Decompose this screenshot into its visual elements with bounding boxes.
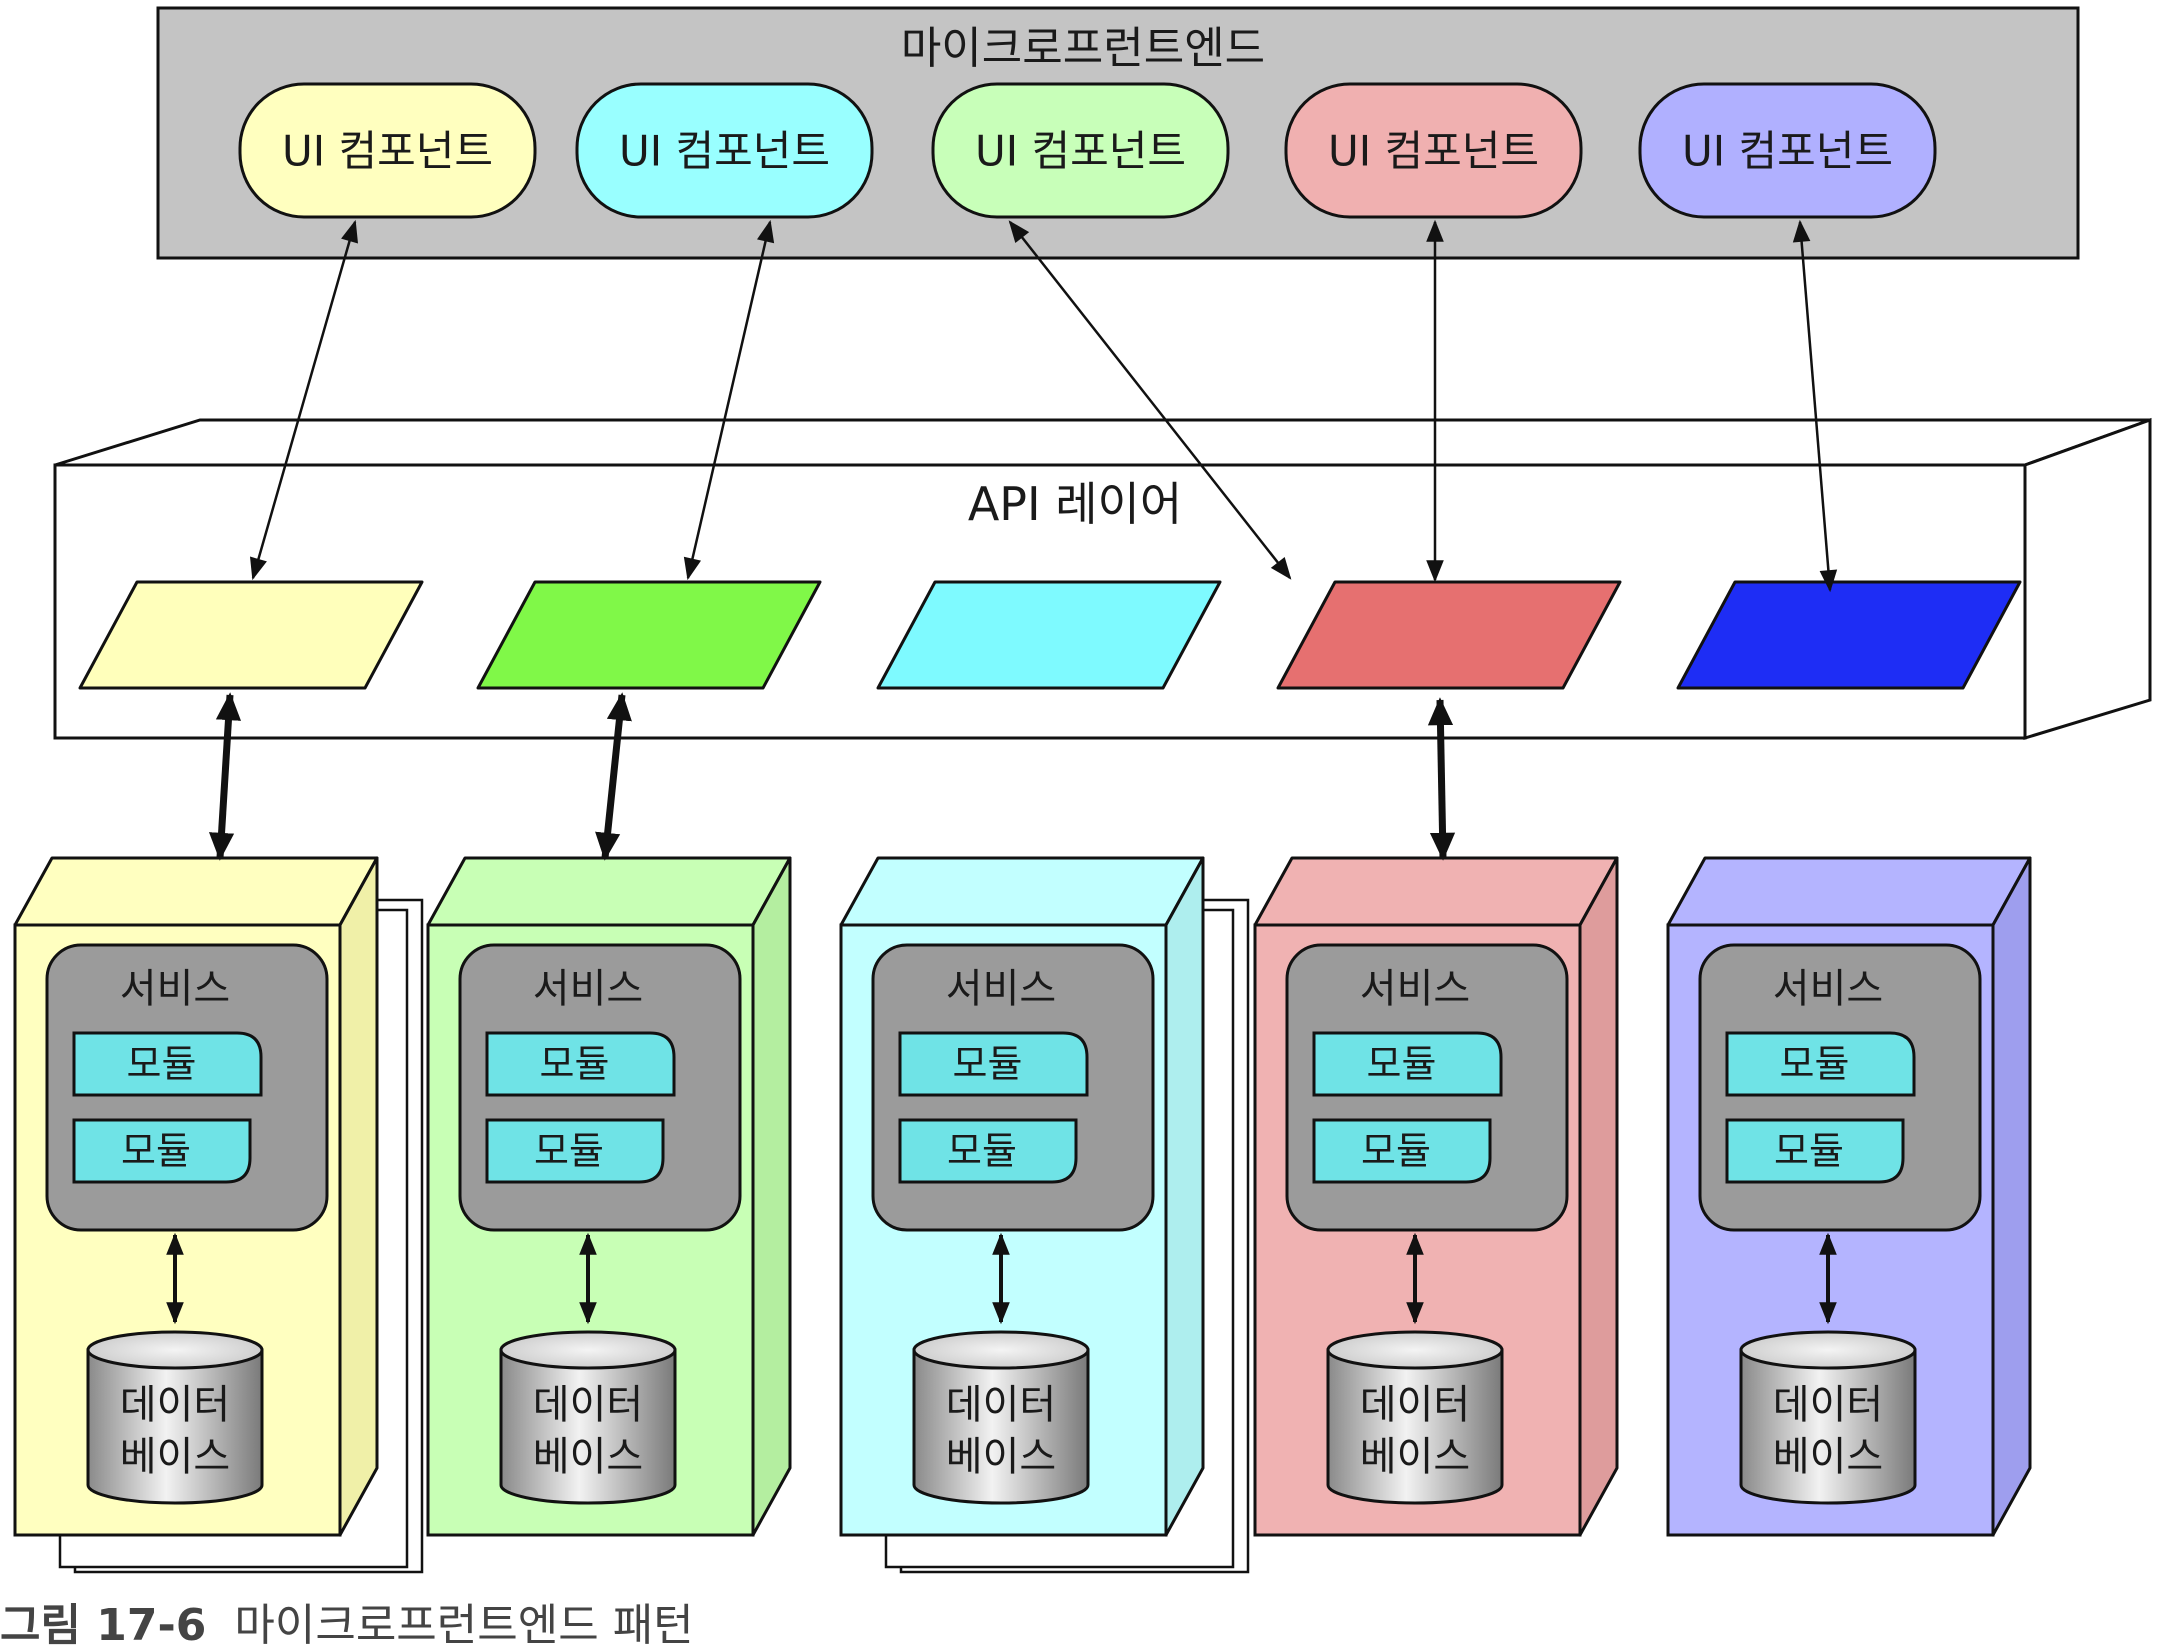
database-label: 데이터 — [946, 1382, 1056, 1428]
module — [485, 1031, 676, 1097]
ui-to-api-arrow — [1792, 219, 1838, 593]
database-label: 베이스 — [1773, 1434, 1883, 1480]
api-endpoint — [1676, 580, 2022, 690]
module-label: 모듈 — [1780, 1042, 1850, 1086]
database-label: 베이스 — [1360, 1434, 1470, 1480]
api-layer-title: API 레이어 — [968, 477, 1182, 531]
module — [72, 1031, 263, 1097]
ui-component: UI 컴포넌트 — [238, 82, 537, 219]
module — [72, 1118, 252, 1184]
api-endpoints — [78, 580, 2022, 690]
service-title: 서비스 — [1360, 966, 1470, 1012]
api-endpoint — [78, 580, 424, 690]
module-label: 모듈 — [540, 1042, 610, 1086]
database-cylinder — [499, 1348, 677, 1505]
database-cylinder — [1739, 1348, 1917, 1505]
service-title: 서비스 — [533, 966, 643, 1012]
ui-component: UI 컴포넌트 — [575, 82, 874, 219]
module-label: 모듈 — [1774, 1129, 1844, 1173]
module — [1312, 1031, 1503, 1097]
ui-component-label: UI 컴포넌트 — [1328, 127, 1539, 176]
database-label: 베이스 — [946, 1434, 1056, 1480]
api-endpoint — [876, 580, 1222, 690]
frontend-title: 마이크로프런트엔드 — [901, 23, 1265, 74]
api-endpoint — [476, 580, 822, 690]
ui-component-label: UI 컴포넌트 — [975, 127, 1186, 176]
api-to-service-arrow — [1427, 697, 1456, 861]
svg-text:그림 17-6 마이크로프런트엔드 패턴: 그림 17-6 마이크로프런트엔드 패턴 — [0, 1600, 694, 1650]
ui-to-api-arrow — [1008, 220, 1292, 580]
ui-components: UI 컴포넌트 UI 컴포넌트 UI 컴포넌트 UI 컴포넌트 UI 컴포넌트 — [238, 82, 1937, 219]
module — [1312, 1118, 1492, 1184]
api-to-service-arrow — [208, 692, 242, 861]
module-label: 모듈 — [127, 1042, 197, 1086]
module-label: 모듈 — [953, 1042, 1023, 1086]
ui-component-label: UI 컴포넌트 — [282, 127, 493, 176]
database-cylinder — [912, 1348, 1090, 1505]
api-layer: API 레이어 — [53, 417, 2152, 741]
service-title: 서비스 — [1773, 966, 1883, 1012]
database-label: 데이터 — [533, 1382, 643, 1428]
ui-to-api-arrow — [683, 219, 775, 581]
module — [1725, 1118, 1905, 1184]
database-label: 데이터 — [1360, 1382, 1470, 1428]
api-endpoint — [1276, 580, 1622, 690]
module — [898, 1031, 1089, 1097]
service-title: 서비스 — [946, 966, 1056, 1012]
database-label: 베이스 — [120, 1434, 230, 1480]
module — [898, 1118, 1078, 1184]
api-to-service-arrow — [595, 692, 632, 861]
module — [485, 1118, 665, 1184]
services: 서비스모듈모듈데이터베이스서비스모듈모듈데이터베이스서비스모듈모듈데이터베이스서… — [13, 856, 2032, 1574]
ui-component-label: UI 컴포넌트 — [1682, 127, 1893, 176]
database-cylinder — [86, 1348, 264, 1505]
module — [1725, 1031, 1916, 1097]
module-label: 모듈 — [1361, 1129, 1431, 1173]
ui-to-api-arrow — [249, 219, 359, 581]
database-label: 베이스 — [533, 1434, 643, 1480]
figure-number: 그림 17-6 — [0, 1600, 206, 1650]
ui-component: UI 컴포넌트 — [1284, 82, 1583, 219]
module-label: 모듈 — [947, 1129, 1017, 1173]
database-label: 데이터 — [1773, 1382, 1883, 1428]
database-label: 데이터 — [120, 1382, 230, 1428]
ui-component: UI 컴포넌트 — [931, 82, 1230, 219]
ui-component: UI 컴포넌트 — [1638, 82, 1937, 219]
module-label: 모듈 — [1367, 1042, 1437, 1086]
ui-component-label: UI 컴포넌트 — [619, 127, 830, 176]
module-label: 모듈 — [534, 1129, 604, 1173]
database-cylinder — [1326, 1348, 1504, 1505]
service-title: 서비스 — [120, 966, 230, 1012]
figure-caption: 마이크로프런트엔드 패턴 — [234, 1600, 693, 1650]
connection-arrows — [208, 219, 1838, 861]
module-label: 모듈 — [121, 1129, 191, 1173]
